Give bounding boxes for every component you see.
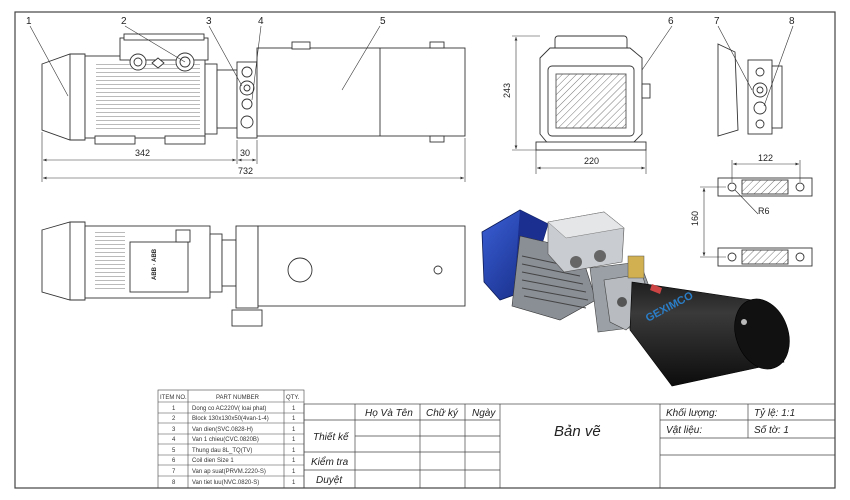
bom-row-4-qty: 1 [292,437,296,443]
side-dimensions [512,25,673,174]
tb-sheet-label: Số tờ: 1 [754,424,789,436]
bom-row-3-item: 3 [172,427,176,433]
bom-row-3-qty: 1 [292,427,296,433]
dim-220: 220 [584,156,599,166]
end-view [717,43,783,137]
bom-row-6-item: 6 [172,458,176,464]
front-leaders [29,25,381,101]
isometric-render [481,209,790,387]
dim-r6: R6 [758,206,770,216]
dim-732: 732 [238,166,253,176]
bracket-detail [717,177,813,267]
balloon-4: 4 [258,16,264,27]
bom-row-1-item: 1 [172,406,176,412]
bom-row-8-part: Van tiet luu(NVC.0820-S) [192,480,259,486]
bom-row-5-qty: 1 [292,448,296,454]
drawing-title: Bản vẽ [554,423,601,440]
bom-row-7-qty: 1 [292,469,296,475]
bracket-dimensions [700,160,801,258]
dim-30: 30 [240,148,250,158]
side-view [535,35,651,151]
front-dimensions [41,132,466,182]
bom-row-3-part: Van dien(SVC.0828-H) [192,427,253,433]
balloon-2: 2 [121,16,127,27]
bom-row-1-qty: 1 [292,406,296,412]
tb-col-sign: Chữ ký [426,408,459,419]
balloon-7: 7 [714,16,720,27]
title-block [303,403,836,489]
bom-row-7-part: Van ap suat(PRVM.2220-S) [192,469,266,475]
dim-160: 160 [690,211,700,226]
balloon-3: 3 [206,16,212,27]
bom-row-5-part: Thung dau 8L_TQ(TV) [192,448,252,454]
bom-row-2-item: 2 [172,416,176,422]
tb-material-label: Vật liệu: [666,425,702,436]
bom-header-part: PART NUMBER [216,395,260,401]
front-view [41,33,466,145]
dim-342: 342 [135,148,150,158]
bom-row-2-part: Block 130x130x50(4van-1-4) [192,416,269,422]
balloon-1: 1 [26,16,32,27]
tb-row-check: Kiểm tra [311,456,349,468]
end-leaders [717,25,794,107]
top-view [41,221,466,327]
tb-scale-label: Tỷ lệ: 1:1 [754,407,795,419]
bom-header-qty: QTY. [286,395,300,401]
tb-row-approve: Duyệt [316,475,343,486]
tb-mass-label: Khối lượng: [666,407,718,419]
bom-row-4-part: Van 1 chieu(CVC.0820B) [192,437,259,443]
dim-243: 243 [502,83,512,98]
tb-col-date: Ngày [472,408,496,419]
bom-row-6-part: Coil dien Size 1 [192,458,234,464]
bom-row-6-qty: 1 [292,458,296,464]
bom-header-item: ITEM NO. [160,395,187,401]
bom-row-8-qty: 1 [292,480,296,486]
dim-122: 122 [758,153,773,163]
bom-row-2-qty: 1 [292,416,296,422]
bom-row-7-item: 7 [172,469,176,475]
balloon-6: 6 [668,16,674,27]
balloon-8: 8 [789,16,795,27]
bom-row-5-item: 5 [172,448,176,454]
balloon-5: 5 [380,16,386,27]
bom-row-1-part: Dong co AC220V( loai phat) [192,406,266,412]
bom-row-8-item: 8 [172,480,176,486]
motor-nameplate: ABB · ABB [152,248,158,280]
bom-row-4-item: 4 [172,437,176,443]
tb-row-design: Thiết kế [313,431,350,443]
tb-col-name: Họ Và Tên [365,408,413,419]
